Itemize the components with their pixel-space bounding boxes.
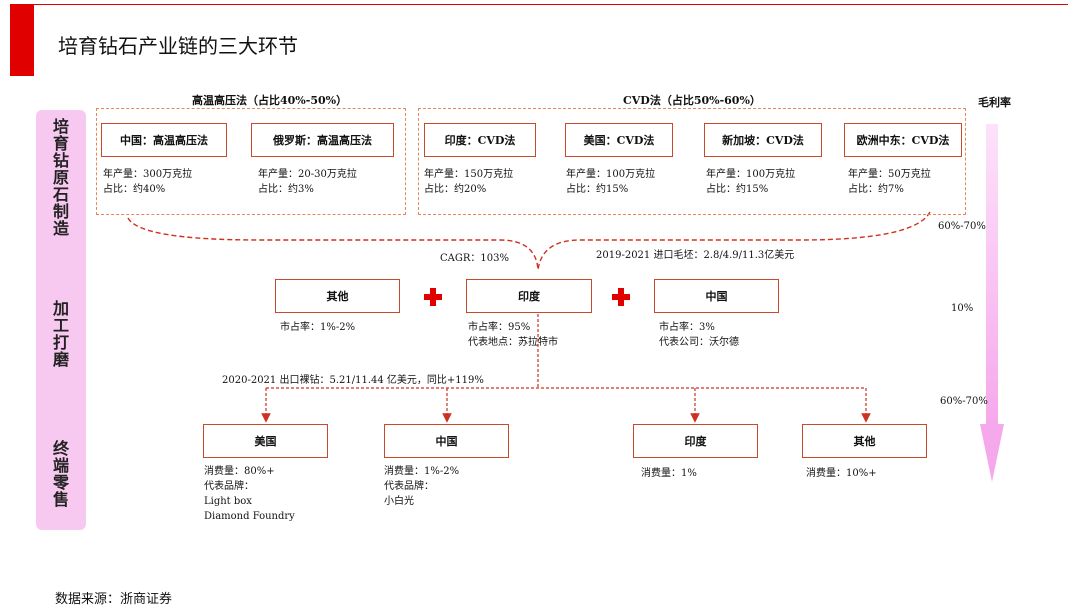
retail-china-box: 中国 (384, 424, 509, 458)
hpht-china-info: 年产量：300万克拉 占比：约40% (103, 169, 193, 195)
retail-other-box: 其他 (802, 424, 927, 458)
processing-other-info: 市占率：1%-2% (280, 322, 356, 333)
data-source: 数据来源：浙商证券 (55, 592, 173, 607)
stage-text: 终端零售 (52, 439, 69, 509)
title-accent-bar (10, 4, 34, 76)
stage-processing: 加工打磨 (36, 300, 86, 390)
processing-china-box: 中国 (654, 279, 779, 313)
cvd-connector (537, 211, 931, 271)
margin-arrow-icon (980, 124, 1004, 482)
cvd-group-label: CVD法（占比50%-60%） (623, 94, 761, 107)
export-label: 2020-2021 出口裸钻：5.21/11.44 亿美元，同比+119% (222, 375, 484, 386)
hpht-group-frame (96, 108, 406, 215)
processing-other-box: 其他 (275, 279, 400, 313)
cvd-india-info: 年产量：150万克拉 占比：约20% (424, 169, 514, 195)
hpht-group-label: 高温高压法（占比40%-50%） (192, 94, 348, 107)
retail-china-info: 消费量：1%-2% 代表品牌： 小白光 (384, 466, 460, 507)
page-title: 培育钻石产业链的三大环节 (58, 34, 298, 58)
margin-top: 60%-70% (938, 221, 986, 232)
retail-us-info: 消费量：80%+ 代表品牌： Light box Diamond Foundry (204, 466, 295, 522)
stage-raw-manufacturing: 培育钻原石制造 (36, 118, 86, 268)
stage-retail: 终端零售 (36, 440, 86, 526)
cvd-europe-mideast-info: 年产量：50万克拉 占比：约7% (848, 169, 931, 195)
top-divider (10, 4, 1068, 5)
cagr-label: CAGR：103% (440, 253, 509, 264)
import-label: 2019-2021 进口毛坯：2.8/4.9/11.3亿美元 (596, 250, 795, 261)
cvd-singapore-box: 新加坡：CVD法 (704, 123, 822, 157)
margin-label: 毛利率 (978, 96, 1011, 109)
stage-text: 加工打磨 (52, 299, 69, 369)
cvd-group-frame (418, 108, 966, 215)
processing-india-box: 印度 (466, 279, 592, 313)
cvd-us-box: 美国：CVD法 (565, 123, 673, 157)
retail-other-info: 消费量：10%+ (806, 468, 877, 479)
cvd-singapore-info: 年产量：100万克拉 占比：约15% (706, 169, 796, 195)
hpht-connector (127, 217, 539, 271)
hpht-china-box: 中国：高温高压法 (101, 123, 227, 157)
processing-china-info: 市占率：3% 代表公司：沃尔德 (659, 322, 739, 348)
processing-india-info: 市占率：95% 代表地点：苏拉特市 (468, 322, 558, 348)
margin-bottom: 60%-70% (940, 396, 988, 407)
cvd-india-box: 印度：CVD法 (424, 123, 536, 157)
retail-india-info: 消费量：1% (641, 468, 697, 479)
plus-icon (612, 288, 630, 306)
hpht-russia-info: 年产量：20-30万克拉 占比：约3% (258, 169, 357, 195)
margin-middle: 10% (951, 303, 974, 314)
plus-icon (424, 288, 442, 306)
process-stage-bar: 培育钻原石制造 加工打磨 终端零售 (36, 110, 86, 530)
cvd-us-info: 年产量：100万克拉 占比：约15% (566, 169, 656, 195)
cvd-europe-mideast-box: 欧洲中东：CVD法 (844, 123, 962, 157)
hpht-russia-box: 俄罗斯：高温高压法 (251, 123, 394, 157)
stage-text: 培育钻原石制造 (52, 117, 69, 238)
retail-india-box: 印度 (633, 424, 758, 458)
retail-us-box: 美国 (203, 424, 328, 458)
